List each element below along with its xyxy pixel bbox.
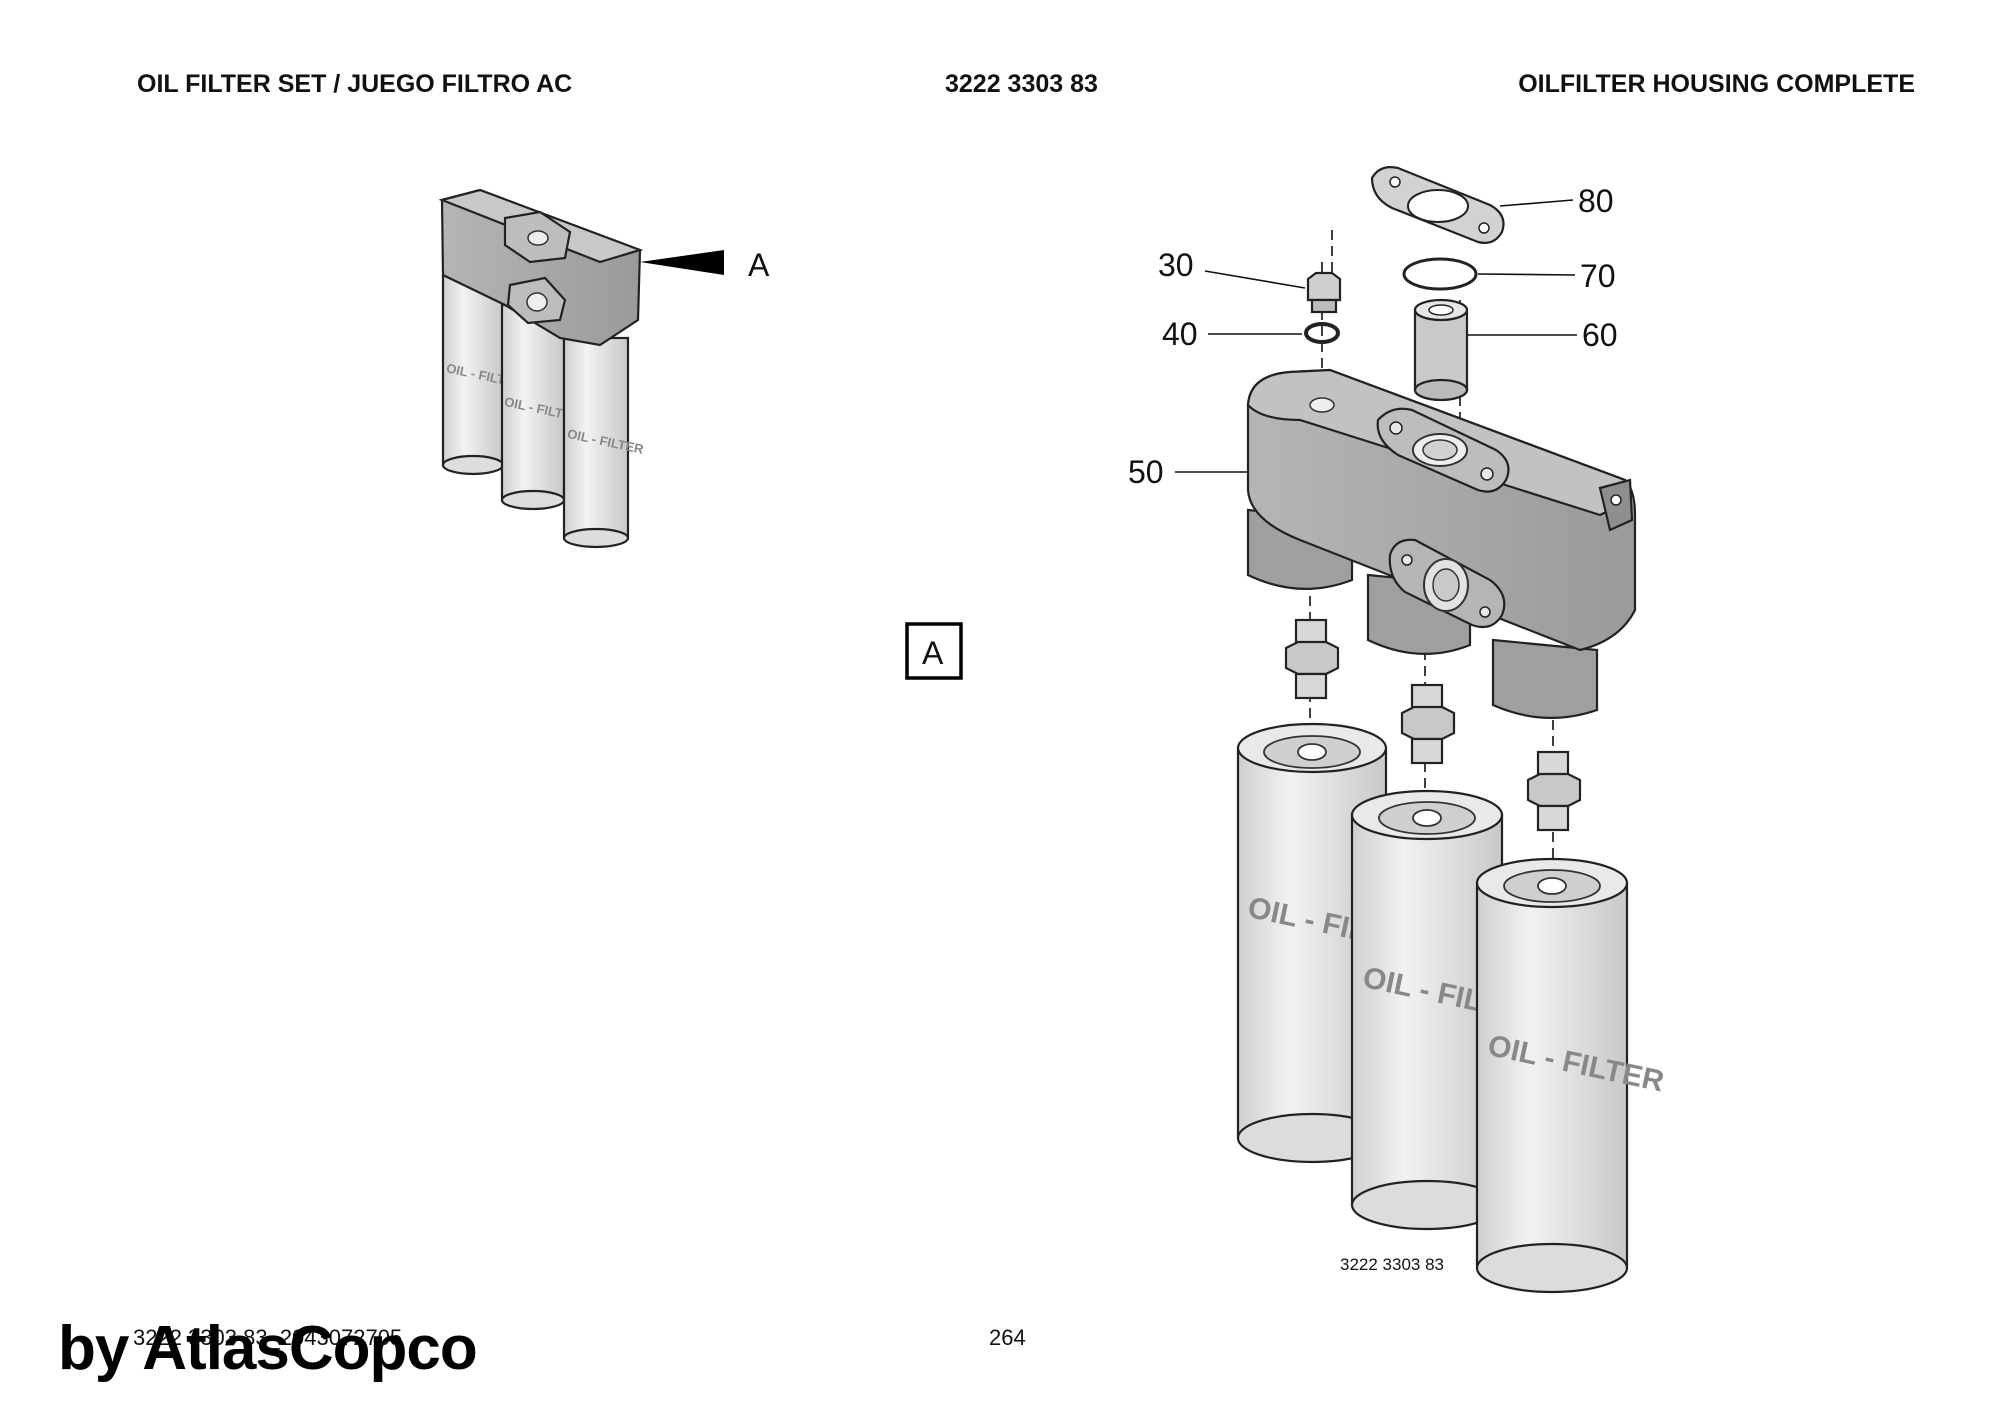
callout-40: 40 — [1162, 316, 1198, 352]
part-50-housing — [1246, 368, 1637, 719]
overview-assembly: OIL - FILTER OIL - FILTER OIL - FILTER A — [438, 188, 770, 549]
drawing-number: 3222 3303 83 — [1340, 1255, 1444, 1274]
oil-filter-3: OIL - FILTER — [1475, 857, 1667, 1294]
view-a-box-label: A — [922, 635, 944, 671]
callout-70: 70 — [1580, 258, 1616, 294]
footer-page-number: 264 — [989, 1325, 1026, 1350]
nipple-2 — [1400, 683, 1456, 765]
callout-30: 30 — [1158, 247, 1194, 283]
footer-doc-ref: 3222 3303 83_2043072705 — [133, 1325, 403, 1350]
part-60-sleeve — [1413, 298, 1469, 402]
part-80-gasket — [1370, 166, 1505, 244]
overview-view-arrow — [640, 250, 724, 275]
page-title-right: OILFILTER HOUSING COMPLETE — [1518, 70, 1915, 98]
callout-50: 50 — [1128, 454, 1164, 490]
overview-view-marker: A — [748, 247, 770, 283]
overview-housing — [438, 188, 644, 347]
watermark-text: by AtlasCopco — [58, 1314, 478, 1383]
view-a-box — [905, 622, 963, 680]
page-title-left: OIL FILTER SET / JUEGO FILTRO AC — [137, 70, 573, 98]
part-70-oring — [1402, 257, 1478, 291]
nipple-3 — [1526, 750, 1582, 832]
nipple-1 — [1284, 618, 1340, 700]
part-number-header: 3222 3303 83 — [945, 70, 1098, 98]
callout-80: 80 — [1578, 183, 1614, 219]
part-40-seal — [1304, 322, 1340, 344]
callout-60: 60 — [1582, 317, 1618, 353]
part-30-plug — [1306, 271, 1342, 314]
overview-filter-3: OIL - FILTER — [562, 336, 646, 549]
exploded-view: OIL - FILTER OIL - FILTER OIL - FILTER — [1128, 166, 1667, 1294]
